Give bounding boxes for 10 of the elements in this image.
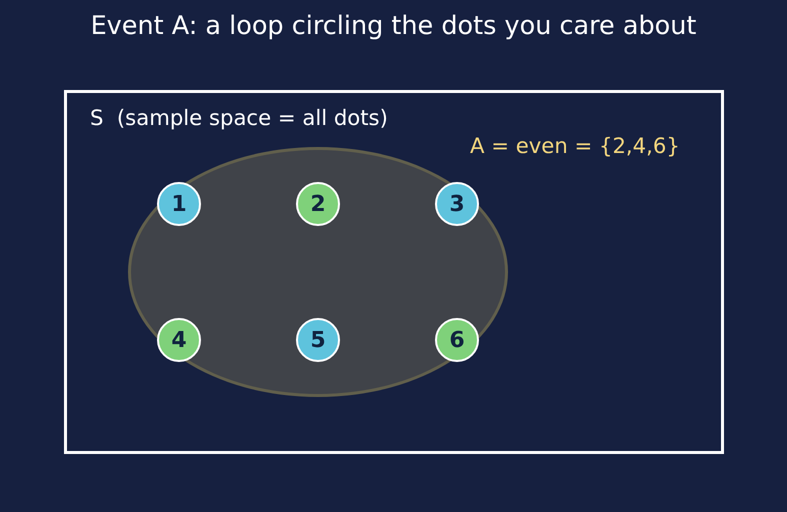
outcome-dot: 2	[296, 182, 340, 226]
sample-space-frame	[64, 90, 724, 454]
diagram-title: Event A: a loop circling the dots you care about	[90, 10, 696, 42]
outcome-dot: 1	[157, 182, 201, 226]
outcome-dot: 5	[296, 318, 340, 362]
event-label: A = even = {2,4,6}	[470, 134, 680, 158]
outcome-dot: 3	[435, 182, 479, 226]
outcome-dot: 4	[157, 318, 201, 362]
outcome-dot: 6	[435, 318, 479, 362]
frame-label: S (sample space = all dots)	[90, 106, 388, 130]
